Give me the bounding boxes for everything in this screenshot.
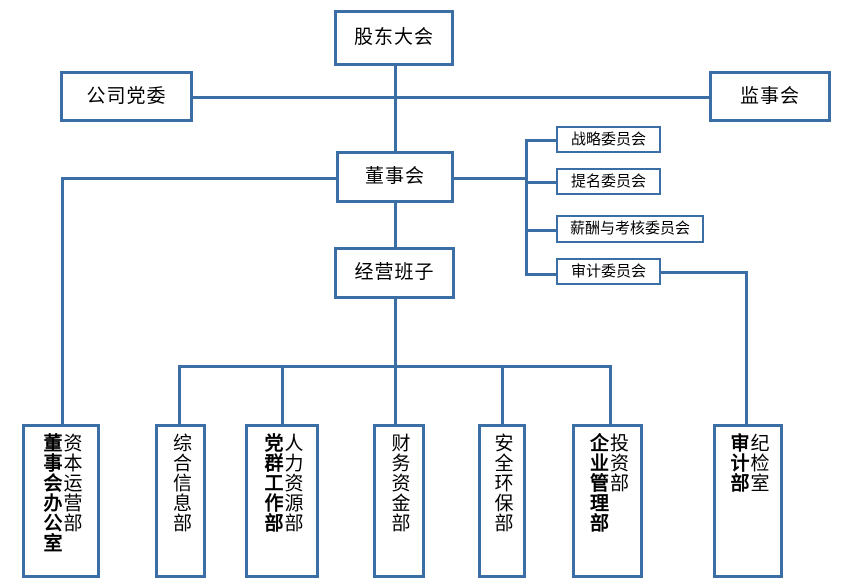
node-audit-committee-label: 审计委员会: [570, 261, 646, 280]
connector-audit-committee-drop: [745, 271, 748, 424]
node-management-team-label: 经营班子: [354, 261, 435, 284]
node-shareholders-meeting-label: 股东大会: [353, 26, 434, 49]
connector-committee-3: [525, 229, 558, 232]
connector-board-left-arm: [61, 177, 336, 180]
dept-discipline-inspection-label: 纪检室: [747, 433, 770, 493]
dept-capital-operation[interactable]: 资本运营部 董事会办公室: [22, 424, 100, 578]
connector-shareholders-to-board: [394, 66, 397, 151]
connector-board-left-drop: [61, 177, 64, 424]
connector-management-drop: [394, 299, 397, 366]
node-board-of-directors[interactable]: 董事会: [336, 151, 454, 203]
connector-committee-bus: [525, 139, 528, 274]
node-strategy-committee[interactable]: 战略委员会: [556, 126, 661, 153]
node-shareholders-meeting[interactable]: 股东大会: [334, 10, 454, 66]
node-supervisory-board[interactable]: 监事会: [709, 71, 831, 122]
node-remuneration-appraisal-committee-label: 薪酬与考核委员会: [569, 219, 690, 238]
connector-row2-spine: [193, 96, 711, 99]
dept-finance-funds[interactable]: 财务资金部: [373, 424, 425, 578]
connector-committee-2: [525, 181, 558, 184]
dept-safety-environment[interactable]: 安全环保部: [478, 424, 526, 578]
connector-dept4-drop: [394, 365, 397, 424]
dept-party-mass-work-label: 党群工作部: [261, 433, 284, 533]
connector-board-to-management: [394, 203, 397, 247]
dept-safety-environment-label: 安全环保部: [491, 433, 514, 533]
connector-audit-committee-arm: [661, 271, 747, 274]
node-party-committee-label: 公司党委: [86, 84, 167, 107]
node-strategy-committee-label: 战略委员会: [570, 129, 646, 148]
dept-general-information-label: 综合信息部: [170, 433, 192, 533]
dept-capital-operation-label: 资本运营部: [60, 433, 83, 533]
dept-human-resources-label: 人力资源部: [281, 433, 304, 533]
connector-dept2-drop: [178, 365, 181, 424]
dept-investment-label: 投资部: [607, 433, 629, 493]
dept-investment[interactable]: 投资部 企业管理部: [572, 424, 643, 578]
node-audit-committee[interactable]: 审计委员会: [556, 258, 661, 285]
connector-committee-1: [525, 139, 558, 142]
connector-committee-4: [525, 273, 558, 276]
node-remuneration-appraisal-committee[interactable]: 薪酬与考核委员会: [556, 215, 704, 243]
node-management-team[interactable]: 经营班子: [334, 247, 455, 299]
dept-audit-label: 审计部: [727, 433, 750, 493]
node-nomination-committee-label: 提名委员会: [570, 171, 646, 190]
dept-general-information[interactable]: 综合信息部: [155, 424, 206, 578]
connector-dept3-drop: [281, 365, 284, 424]
node-supervisory-board-label: 监事会: [739, 84, 800, 107]
dept-human-resources[interactable]: 人力资源部 党群工作部: [245, 424, 319, 578]
node-nomination-committee[interactable]: 提名委员会: [556, 168, 661, 195]
node-party-committee[interactable]: 公司党委: [60, 71, 193, 122]
node-board-of-directors-label: 董事会: [364, 165, 425, 188]
connector-dept5-drop: [501, 365, 504, 424]
dept-enterprise-management-label: 企业管理部: [587, 433, 609, 533]
connector-dept6-drop: [609, 365, 612, 424]
dept-board-office-label: 董事会办公室: [40, 433, 63, 553]
dept-finance-funds-label: 财务资金部: [388, 433, 411, 533]
connector-board-right-arm: [453, 177, 528, 180]
dept-discipline-inspection[interactable]: 纪检室 审计部: [713, 424, 783, 578]
